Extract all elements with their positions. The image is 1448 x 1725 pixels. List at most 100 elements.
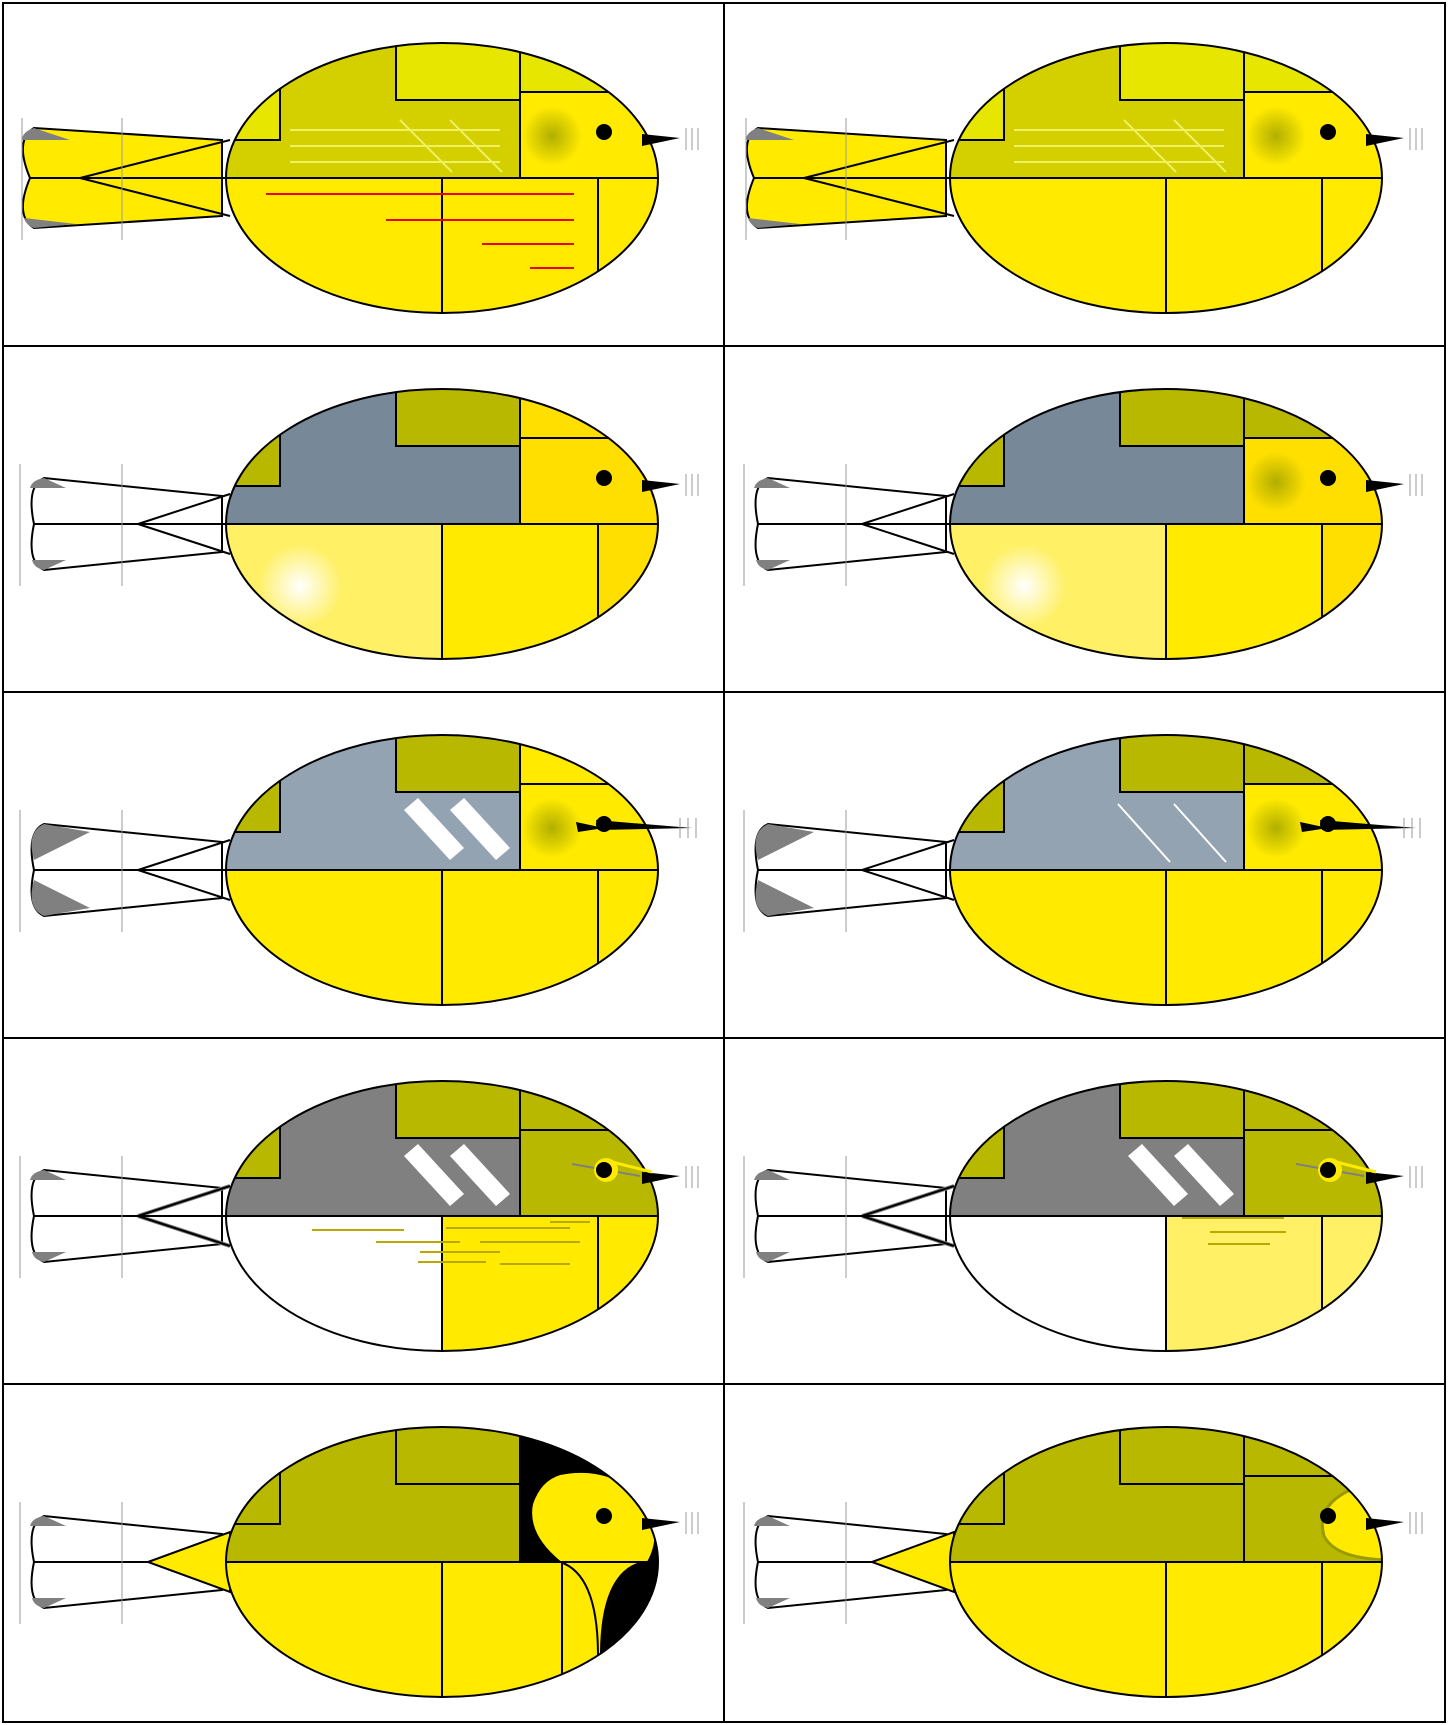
tail-center-lines: [36, 839, 231, 901]
tail-center-lines: [760, 1185, 955, 1247]
wing-bar: [1128, 1144, 1188, 1206]
shoulder-outline: [226, 426, 281, 487]
tail-tip-upper: [746, 128, 794, 140]
throat-patch: [597, 869, 658, 1005]
tail-tip-lower: [756, 560, 790, 570]
bird-body: [950, 43, 1382, 313]
throat-patch: [1321, 177, 1382, 313]
body-outline: [949, 42, 1383, 314]
bird-body: [226, 1427, 658, 1697]
tail-upper-feather: [754, 1168, 947, 1217]
shoulder-patch: [226, 735, 280, 832]
bird-illustration: [21, 42, 699, 314]
bill: [1366, 134, 1404, 146]
belly-highlight: [982, 544, 1066, 628]
crown-patch: [1119, 1081, 1245, 1139]
eye: [596, 470, 612, 486]
tail-tip-lower: [748, 218, 800, 228]
belly-patch: [950, 869, 1167, 1005]
tail-center-lines: [754, 139, 955, 217]
bill: [642, 134, 680, 146]
belly-patch: [226, 177, 443, 313]
shoulder-outline: [950, 426, 1005, 487]
shoulder-outline: [950, 772, 1005, 833]
flank-patch: [1165, 523, 1323, 659]
cheek-spot: [1246, 798, 1306, 858]
tail-tip-upper: [30, 1516, 66, 1526]
body-outline: [225, 1426, 659, 1698]
belly-patch: [950, 1215, 1167, 1351]
bird-illustration: [743, 734, 1421, 1006]
eye: [596, 1162, 612, 1178]
cheek-spot: [522, 798, 582, 858]
tail-center-lines: [36, 1185, 231, 1247]
tail-center-lines: [30, 139, 231, 217]
shoulder-patch: [950, 389, 1004, 486]
shoulder-patch: [950, 1081, 1004, 1178]
tail-upper-feather: [754, 476, 947, 525]
flank-patch: [441, 523, 599, 659]
body-outline: [225, 734, 659, 1006]
bird-illustration: [19, 734, 697, 1006]
bird-illustration: [19, 1080, 699, 1352]
tail-tip-upper: [30, 1170, 66, 1180]
bird-body: [950, 389, 1382, 659]
wing-bar: [404, 1144, 464, 1206]
eye: [1320, 470, 1336, 486]
bird-illustration: [745, 42, 1423, 314]
bill: [642, 1518, 680, 1530]
body-outline: [225, 388, 659, 660]
bill-base: [576, 822, 604, 832]
shoulder-outline: [950, 80, 1005, 141]
eye-line: [611, 1160, 653, 1174]
wing-bar: [1117, 803, 1171, 863]
belly-patch: [950, 177, 1167, 313]
bird-body: [950, 1427, 1382, 1697]
body-outline: [949, 734, 1383, 1006]
tail-center-lines: [36, 493, 231, 555]
throat-patch: [597, 177, 658, 313]
wing-bar: [1174, 1144, 1234, 1206]
eye: [1320, 1162, 1336, 1178]
crown-patch: [395, 1081, 521, 1139]
throat-patch: [1321, 1561, 1382, 1697]
tail-tip-upper: [22, 128, 70, 140]
tail-lower-feather: [754, 1215, 947, 1264]
crown-patch: [1119, 389, 1245, 447]
bill: [1366, 1518, 1404, 1530]
eye: [596, 1508, 612, 1524]
tail-upper-feather: [30, 476, 223, 525]
tail-tip-lower: [24, 218, 76, 228]
crown-patch: [395, 735, 521, 793]
crown-patch: [395, 43, 521, 101]
tail-tip-upper: [754, 478, 790, 488]
flank-patch: [441, 1561, 563, 1697]
back-streak: [1173, 119, 1227, 173]
bird-body: [950, 1081, 1382, 1351]
flank-patch: [441, 869, 599, 1005]
eye: [596, 816, 612, 832]
tail-tip-lower: [756, 1598, 790, 1608]
tail-tip-upper: [754, 1170, 790, 1180]
eye: [1320, 1508, 1336, 1524]
flank-patch: [1165, 177, 1323, 313]
shoulder-outline: [226, 80, 281, 141]
eye-line: [1335, 1160, 1377, 1174]
crown-patch: [395, 1427, 521, 1485]
bird-body: [226, 735, 658, 1005]
shoulder-outline: [950, 1118, 1005, 1179]
bird-illustration: [19, 388, 699, 660]
bill: [642, 1172, 680, 1184]
bird-body: [226, 1081, 658, 1351]
bird-illustration: [743, 1080, 1423, 1352]
shoulder-outline: [226, 772, 281, 833]
back-streak: [399, 119, 453, 173]
throat-patch: [1321, 869, 1382, 1005]
shoulder-patch: [226, 1081, 280, 1178]
belly-patch: [226, 1561, 443, 1697]
tail-tip-lower: [756, 1252, 790, 1262]
crown-patch: [395, 389, 521, 447]
body-outline: [949, 388, 1383, 660]
